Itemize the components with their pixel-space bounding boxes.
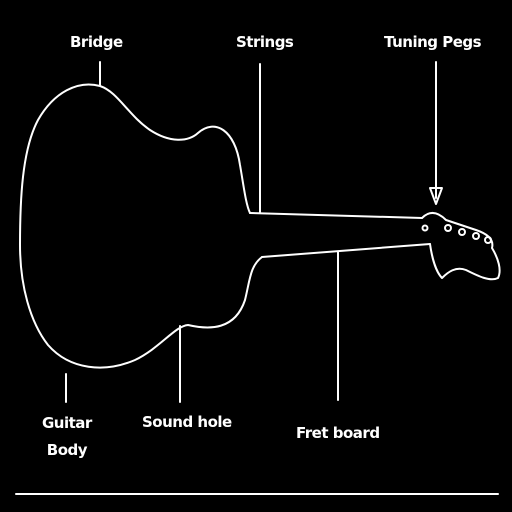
label-tuning-pegs: Tuning Pegs <box>384 33 482 51</box>
tuning-pegs-icon <box>421 224 492 244</box>
label-guitar-body-line1: Guitar <box>42 414 92 432</box>
label-strings: Strings <box>236 33 294 51</box>
label-guitar-body: Guitar Body <box>42 414 92 460</box>
fret-board-bottom <box>261 243 431 258</box>
label-guitar-body-line2: Body <box>46 440 88 459</box>
tuning-pegs-arrowhead <box>429 187 443 205</box>
label-sound-hole: Sound hole <box>142 413 232 431</box>
fret-board-top <box>249 212 423 219</box>
headstock-outline <box>421 212 501 281</box>
guitar-body-outline <box>19 83 263 369</box>
label-bridge: Bridge <box>70 33 123 51</box>
label-fret-board: Fret board <box>296 424 380 442</box>
